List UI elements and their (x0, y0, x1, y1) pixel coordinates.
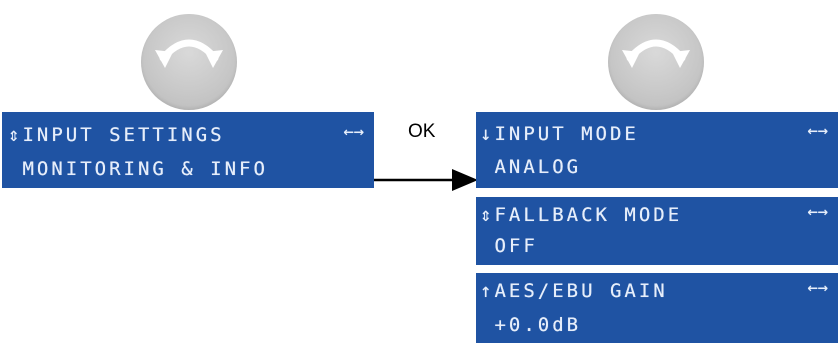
ok-label: OK (408, 121, 436, 142)
menu-item-input-settings[interactable]: ⇕INPUT SETTINGS (8, 124, 225, 146)
setting-value: ANALOG (480, 156, 582, 178)
left-right-arrows-icon: ←→ (807, 202, 828, 222)
setting-label: ↓INPUT MODE (480, 123, 639, 145)
rotate-arrow-icon (622, 39, 690, 68)
lcd-aes-ebu-gain[interactable]: ↑AES/EBU GAIN +0.0dB ←→ (476, 273, 838, 343)
setting-value: +0.0dB (480, 314, 582, 336)
lcd-fallback-mode[interactable]: ⇕FALLBACK MODE OFF ←→ (476, 197, 838, 265)
setting-value: OFF (480, 235, 538, 257)
lcd-main-menu: ⇕INPUT SETTINGS MONITORING & INFO ←→ (2, 112, 374, 188)
setting-label: ⇕FALLBACK MODE (480, 204, 683, 226)
left-right-arrows-icon: ←→ (343, 122, 364, 142)
rotary-knob-left[interactable] (141, 14, 237, 110)
setting-label: ↑AES/EBU GAIN (480, 280, 668, 302)
menu-item-monitoring-info[interactable]: MONITORING & INFO (8, 158, 268, 180)
left-right-arrows-icon: ←→ (807, 278, 828, 298)
left-right-arrows-icon: ←→ (807, 121, 828, 141)
rotary-knob-right[interactable] (608, 14, 704, 110)
lcd-input-mode[interactable]: ↓INPUT MODE ANALOG ←→ (476, 112, 838, 188)
rotate-arrow-icon (155, 39, 223, 68)
arrow-right-icon (374, 169, 478, 191)
